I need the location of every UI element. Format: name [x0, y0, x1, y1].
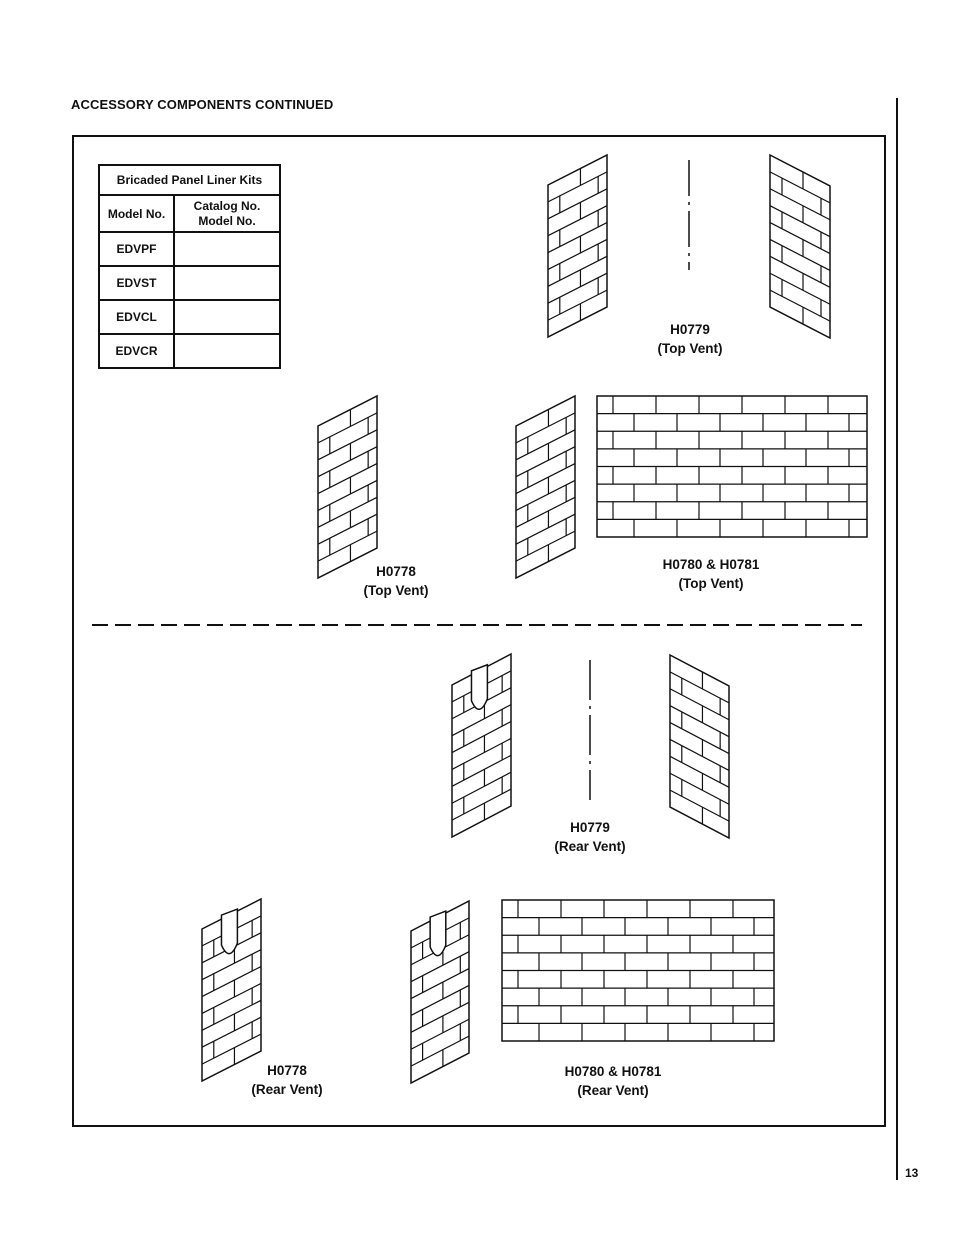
label-h0778-rear: H0778 (Rear Vent) — [237, 1061, 337, 1099]
label-h0778-top: H0778 (Top Vent) — [346, 562, 446, 600]
model-cell: EDVST — [98, 265, 175, 301]
model-cell: EDVPF — [98, 231, 175, 267]
col-model-header: Model No. — [98, 194, 175, 233]
label-h0779-top: H0779 (Top Vent) — [640, 320, 740, 358]
part-number: H0780 & H0781 — [564, 1064, 662, 1079]
brick-panel-h0779-rear-right — [669, 653, 730, 840]
col-catalog-header-line2: Model No. — [198, 213, 256, 228]
table-header-row: Model No. Catalog No. Model No. — [98, 194, 281, 233]
brick-panel-h0778-top — [317, 394, 378, 580]
part-number: H0778 — [376, 564, 416, 579]
vent-type: (Top Vent) — [363, 583, 429, 598]
model-cell: EDVCR — [98, 333, 175, 369]
table-row: EDVST — [98, 265, 281, 301]
brick-panel-h0778-rear-a — [201, 897, 262, 1083]
catalog-cell — [173, 299, 281, 335]
catalog-cell — [173, 265, 281, 301]
col-catalog-header-line1: Catalog No. — [193, 198, 261, 213]
vent-type: (Top Vent) — [657, 341, 723, 356]
catalog-cell — [173, 231, 281, 267]
vent-type: (Rear Vent) — [554, 839, 626, 854]
brick-panel-h0779-top-left — [547, 153, 608, 339]
col-catalog-header: Catalog No. Model No. — [173, 194, 281, 233]
brick-panel-h0779-rear-left — [451, 652, 512, 839]
catalog-cell — [173, 333, 281, 369]
part-number: H0779 — [570, 820, 610, 835]
label-h0779-rear: H0779 (Rear Vent) — [540, 818, 640, 856]
table-row: EDVCR — [98, 333, 281, 369]
brick-panel-h0778-rear-b — [410, 899, 470, 1085]
table-caption: Bricaded Panel Liner Kits — [98, 164, 281, 196]
brick-panel-h0780-flat-rear — [501, 899, 775, 1042]
part-number: H0780 & H0781 — [662, 557, 760, 572]
page-number: 13 — [905, 1166, 919, 1180]
model-cell: EDVCL — [98, 299, 175, 335]
vent-type: (Rear Vent) — [577, 1083, 649, 1098]
table-caption-row: Bricaded Panel Liner Kits — [98, 164, 281, 196]
vent-type: (Rear Vent) — [251, 1082, 323, 1097]
brick-panel-h0780-top — [515, 394, 576, 580]
section-heading: ACCESSORY COMPONENTS CONTINUED — [71, 97, 334, 112]
label-h0780-top: H0780 & H0781 (Top Vent) — [646, 555, 776, 593]
table-row: EDVCL — [98, 299, 281, 335]
table-row: EDVPF — [98, 231, 281, 267]
label-h0780-rear: H0780 & H0781 (Rear Vent) — [548, 1062, 678, 1100]
part-number: H0778 — [267, 1063, 307, 1078]
vent-type: (Top Vent) — [678, 576, 744, 591]
diagram-frame — [72, 135, 886, 1127]
kits-table: Bricaded Panel Liner Kits Model No. Cata… — [98, 164, 281, 369]
brick-panel-h0780-flat-top — [596, 395, 868, 538]
part-number: H0779 — [670, 322, 710, 337]
brick-panel-h0779-top-right — [769, 153, 831, 340]
margin-rule — [896, 98, 898, 1180]
